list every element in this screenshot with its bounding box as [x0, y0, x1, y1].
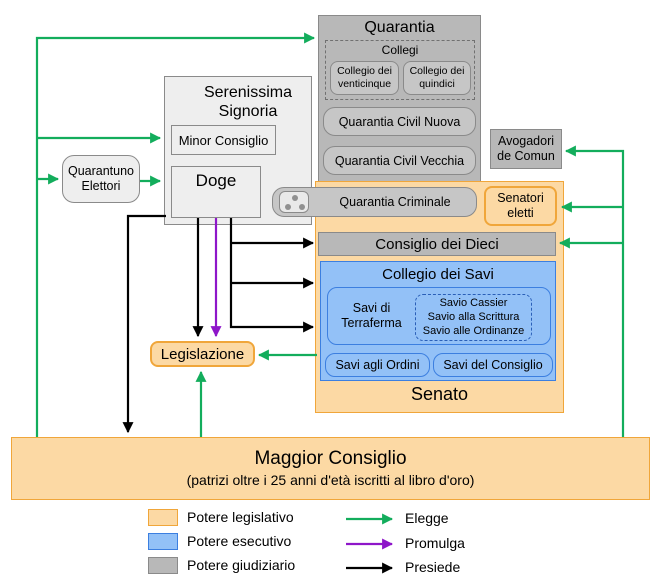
quarantia-civil-nuova: Quarantia Civil Nuova — [323, 107, 476, 136]
savi-agli-ordini: Savi agli Ordini — [325, 353, 430, 377]
legend-esecutivo-swatch — [148, 533, 178, 550]
savio-scrittura: Savio alla Scrittura — [427, 311, 520, 323]
maggior-consiglio-title: Maggior Consiglio — [254, 448, 407, 469]
savi-terraferma: Savi di Terraferma — [341, 301, 402, 330]
collegio-dei-savi: Collegio dei Savi Savi di Terraferma Sav… — [320, 261, 556, 381]
senato-label: Senato — [410, 384, 469, 404]
legend-promulga-label: Promulga — [405, 535, 465, 551]
collegi-group: Collegi Collegio dei venticinque Collegi… — [325, 40, 475, 100]
legend-elegge-label: Elegge — [405, 510, 449, 526]
quarantia-panel: Quarantia Collegi Collegio dei venticinq… — [318, 15, 481, 225]
collegio-quindici: Collegio dei quindici — [403, 61, 471, 95]
maggior-consiglio-subtitle: (patrizi oltre i 25 anni d'età iscritti … — [186, 472, 475, 488]
maggior-consiglio: Maggior Consiglio (patrizi oltre i 25 an… — [11, 437, 650, 500]
savio-ordinanze: Savio alle Ordinanze — [422, 325, 525, 337]
legend-giudiziario-label: Potere giudiziario — [187, 557, 296, 573]
quarantuno-elettori: Quarantuno Elettori — [62, 155, 140, 203]
legend-esecutivo-label: Potere esecutivo — [187, 533, 292, 549]
legend-arrows — [346, 513, 394, 574]
doge-label: Doge — [195, 171, 237, 190]
doge-box: Doge — [171, 166, 261, 218]
legend-presiede-label: Presiede — [405, 559, 461, 575]
consiglio-dei-dieci: Consiglio dei Dieci — [318, 232, 556, 256]
savio-cassier: Savio Cassier — [439, 297, 508, 309]
senatori-eletti: Senatori eletti — [484, 186, 557, 226]
savi-terraferma-list: Savio Cassier Savio alla Scrittura Savio… — [415, 294, 532, 341]
collegi-title: Collegi — [381, 43, 419, 57]
quarantia-title: Quarantia — [364, 19, 435, 36]
dice-dots-icon — [285, 195, 305, 210]
minor-consiglio: Minor Consiglio — [171, 125, 276, 155]
signoria-title: Serenissima Signoria — [203, 84, 293, 120]
quarantia-civil-vecchia: Quarantia Civil Vecchia — [323, 146, 476, 175]
legend-legislativo-label: Potere legislativo — [187, 509, 294, 525]
legend-giudiziario-swatch — [148, 557, 178, 574]
legislazione: Legislazione — [150, 341, 255, 367]
savi-terraferma-group: Savi di Terraferma Savio Cassier Savio a… — [327, 287, 551, 345]
quarantia-criminale: Quarantia Criminale — [272, 187, 477, 217]
collegio-venticinque: Collegio dei venticinque — [330, 61, 399, 95]
quarantia-criminale-label: Quarantia Criminale — [339, 195, 451, 209]
dice-icon — [279, 191, 309, 213]
legend-legislativo-swatch — [148, 509, 178, 526]
collegio-savi-title: Collegio dei Savi — [382, 266, 494, 283]
avogadori: Avogadori de Comun — [490, 129, 562, 169]
presiede-arrows — [122, 214, 315, 434]
savi-del-consiglio: Savi del Consiglio — [433, 353, 553, 377]
